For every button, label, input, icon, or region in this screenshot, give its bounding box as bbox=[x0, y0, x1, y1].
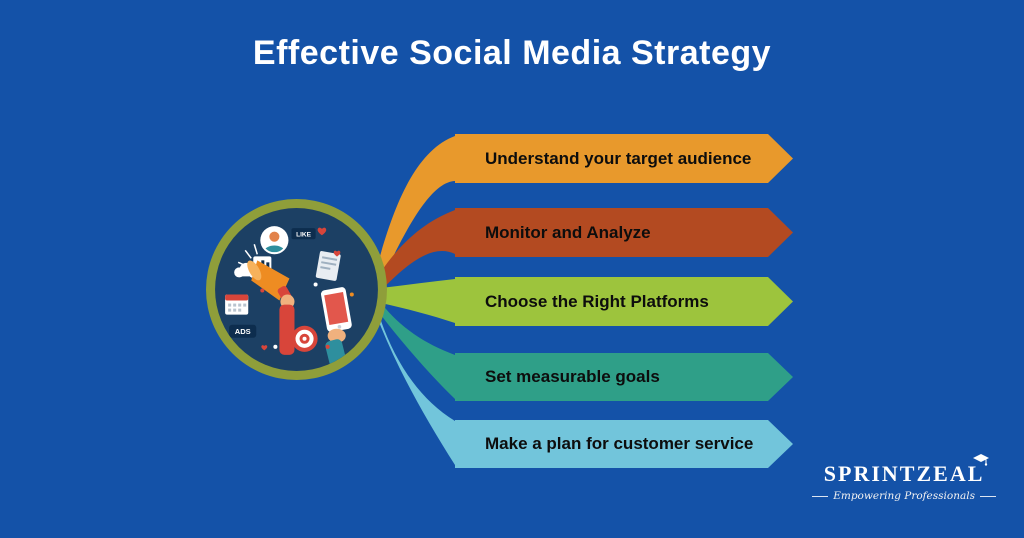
step-label-4: Set measurable goals bbox=[485, 367, 660, 386]
page-title: Effective Social Media Strategy bbox=[252, 34, 772, 72]
step-label-2: Monitor and Analyze bbox=[485, 222, 651, 242]
tagline-line-right bbox=[980, 495, 996, 497]
hand-icon bbox=[279, 294, 295, 355]
tagline-line-left bbox=[812, 495, 829, 497]
step-label-3: Choose the Right Platforms bbox=[485, 291, 709, 311]
brand-name: SPRINTZEAL bbox=[823, 454, 990, 486]
graduation-cap-icon bbox=[973, 454, 990, 466]
step-banner-5: Make a plan for customer service bbox=[455, 420, 793, 468]
avatar-icon bbox=[260, 226, 289, 255]
step-banner-4: Set measurable goals bbox=[455, 353, 793, 401]
target-icon bbox=[291, 325, 318, 352]
phone-icon bbox=[320, 287, 352, 332]
step-label-1: Understand your target audience bbox=[485, 148, 752, 168]
calendar-icon bbox=[225, 294, 249, 315]
document-icon bbox=[315, 251, 341, 281]
step-label-5: Make a plan for customer service bbox=[485, 434, 754, 453]
like-badge: LIKE bbox=[291, 228, 316, 240]
ads-badge: ADS bbox=[229, 324, 257, 338]
svg-text:ADS: ADS bbox=[235, 327, 251, 336]
brand-tagline: Empowering Professionals bbox=[812, 490, 996, 502]
brand-logo: SPRINTZEAL Empowering Professionals bbox=[812, 454, 996, 502]
heart-icon bbox=[261, 227, 341, 351]
svg-text:LIKE: LIKE bbox=[296, 232, 311, 239]
step-banner-2: Monitor and Analyze bbox=[455, 208, 793, 257]
step-banner-3: Choose the Right Platforms bbox=[455, 277, 793, 326]
social-media-illustration: ADS LIKE bbox=[205, 198, 388, 381]
brand-name-text: SPRINTZEAL bbox=[823, 461, 985, 486]
brand-tagline-text: Empowering Professionals bbox=[833, 490, 975, 502]
confetti-dots bbox=[260, 282, 354, 349]
step-banner-1: Understand your target audience bbox=[455, 134, 793, 183]
